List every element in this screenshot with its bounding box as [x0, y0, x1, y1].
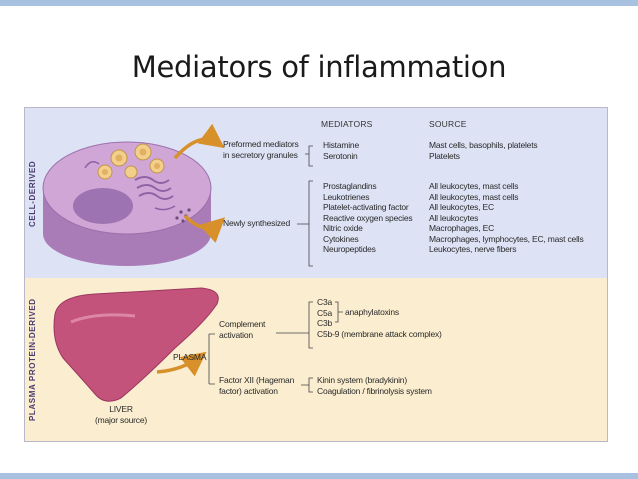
newly-synthesized-label: Newly synthesized — [223, 218, 290, 228]
plasma-arrow — [156, 351, 207, 377]
nucleus — [73, 188, 133, 224]
figure-illustration — [42, 123, 343, 402]
section-label-plasma-derived: PLASMA PROTEIN-DERIVED — [28, 298, 37, 421]
secretory-granules — [97, 143, 165, 180]
mediator-name: Neuropeptides — [323, 244, 376, 254]
complement-item: C3a — [317, 297, 332, 307]
complement-item: C5a — [317, 307, 332, 318]
factor-item: Coagulation / fibrinolysis system — [317, 385, 432, 396]
complement-items-list: C3a C5a C3b C5b-9 (membrane attack compl… — [317, 297, 442, 339]
factor-xii-items-list: Kinin system (bradykinin) Coagulation / … — [317, 375, 432, 396]
mediator-source: Platelets — [429, 150, 460, 161]
mediator-source: Mast cells, basophils, platelets — [429, 140, 538, 150]
mediator-name: Cytokines — [323, 233, 359, 244]
mediator-name: Prostaglandins — [323, 181, 377, 191]
cell-illustration — [42, 141, 212, 266]
preformed-sources-list: Mast cells, basophils, platelets Platele… — [429, 140, 538, 161]
newly-sources-list: All leukocytes, mast cells All leukocyte… — [429, 181, 584, 255]
anaphylatoxins-label: anaphylatoxins — [345, 307, 399, 317]
complement-item: C5b-9 (membrane attack complex) — [317, 328, 442, 339]
complement-item: C3b — [317, 318, 332, 328]
preformed-arrow — [173, 123, 225, 160]
mediator-name: Platelet-activating factor — [323, 202, 409, 212]
liver-label: LIVER(major source) — [95, 404, 147, 425]
mediator-name: Reactive oxygen species — [323, 212, 413, 223]
liver-illustration — [53, 287, 219, 402]
mediator-source: All leukocytes, EC — [429, 202, 494, 212]
mediator-source: All leukocytes — [429, 212, 479, 223]
plasma-label: PLASMA — [173, 352, 207, 362]
mediator-name: Histamine — [323, 140, 359, 150]
mediators-figure: CELL-DERIVED PLASMA PROTEIN-DERIVED MEDI… — [24, 107, 608, 442]
newly-arrow — [183, 214, 226, 243]
column-header-source: SOURCE — [429, 119, 467, 129]
mediator-name: Leukotrienes — [323, 191, 370, 202]
mediator-name: Serotonin — [323, 150, 358, 161]
mediator-source: All leukocytes, mast cells — [429, 181, 519, 191]
column-header-mediators: MEDIATORS — [321, 119, 373, 129]
factor-item: Kinin system (bradykinin) — [317, 375, 407, 385]
mediator-source: All leukocytes, mast cells — [429, 191, 519, 202]
newly-mediators-list: Prostaglandins Leukotrienes Platelet-act… — [323, 181, 413, 255]
mediator-source: Leukocytes, nerve fibers — [429, 244, 517, 254]
slide-title: Mediators of inflammation — [131, 50, 507, 84]
mediator-source: Macrophages, EC — [429, 223, 495, 233]
mediator-source: Macrophages, lymphocytes, EC, mast cells — [429, 233, 584, 244]
preformed-mediators-list: Histamine Serotonin — [323, 140, 359, 161]
section-label-cell-derived: CELL-DERIVED — [28, 160, 37, 227]
mediator-name: Nitric oxide — [323, 223, 363, 233]
